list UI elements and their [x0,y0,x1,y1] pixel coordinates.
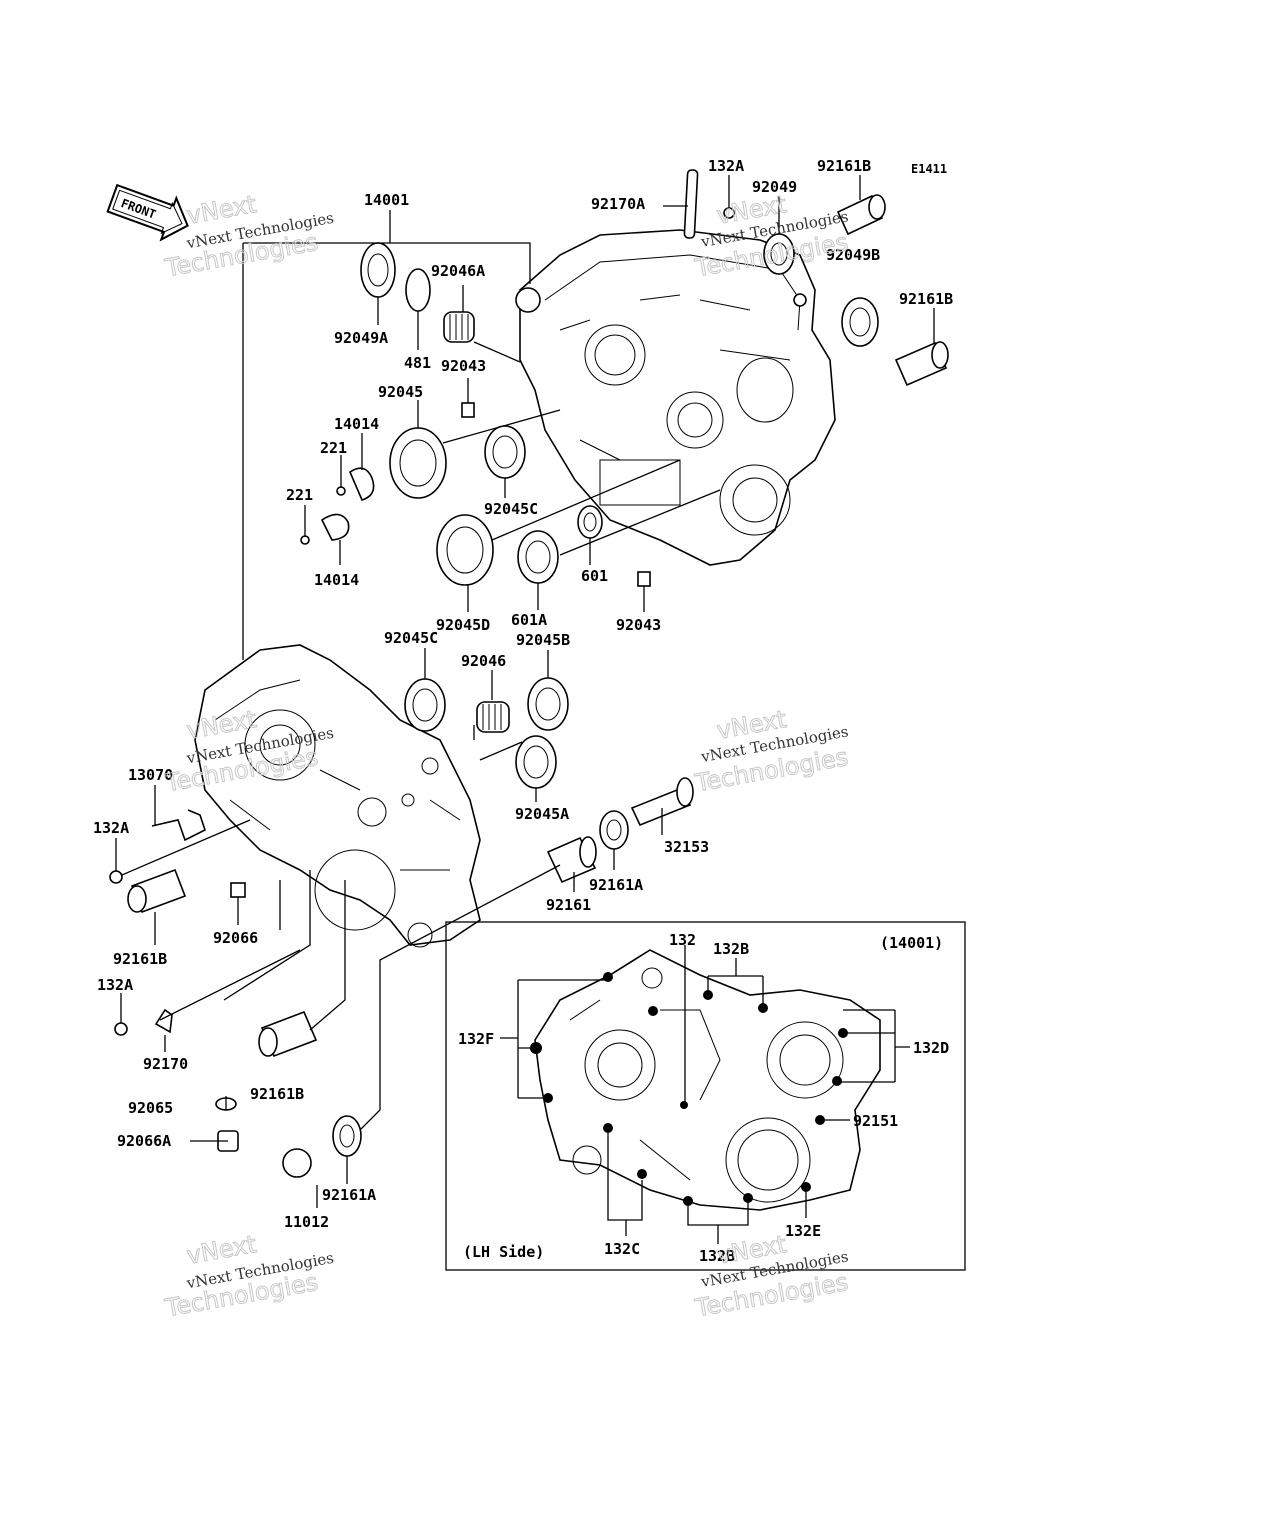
stopper-92170A [683,169,699,239]
bolt-132A-low [114,1022,128,1036]
pipe-32153 [630,777,694,827]
label-92161B-top: 92161B [817,157,871,175]
label-92045C-top: 92045C [484,500,538,518]
label-92045D: 92045D [436,616,490,634]
label-132A-low: 132A [97,976,133,994]
label-92065: 92065 [128,1099,173,1117]
damper-92161B-top [836,194,886,236]
label-32153: 32153 [664,838,709,856]
clamp-92170 [154,1008,173,1034]
dowel-pin-92043-top [461,402,475,418]
inset-title: (14001) [880,934,943,952]
label-132A-mid: 132A [93,819,129,837]
bolt-132A-mid [109,870,123,884]
label-11012: 11012 [284,1213,329,1231]
label-92045B: 92045B [516,631,570,649]
label-92161A-mid: 92161A [589,876,643,894]
label-92046A: 92046A [431,262,485,280]
inset-label-132E: 132E [785,1222,821,1240]
label-92049: 92049 [752,178,797,196]
leader-lines [115,175,935,1208]
left-crankcase-half [194,644,481,948]
needle-bearing-92046 [476,701,510,733]
inset-label-132C: 132C [604,1240,640,1258]
inset-label-132: 132 [669,931,696,949]
damper-92161A-mid [599,810,629,850]
label-92161B-left: 92161B [113,950,167,968]
label-92045A: 92045A [515,805,569,823]
label-92049B: 92049B [826,246,880,264]
screw-221-top [336,486,346,496]
label-481: 481 [404,354,431,372]
watermark-top-right: vNext vNext Technologies Technologies [692,190,851,283]
damper-92161A-low [332,1115,362,1157]
label-14014-bottom: 14014 [314,571,359,589]
label-92161B-low: 92161B [250,1085,304,1103]
label-92170A: 92170A [591,195,645,213]
watermark-mid-right: vNext vNext Technologies Technologies [692,705,851,798]
right-crankcase-half [515,229,836,566]
ball-bearing-92045C-top [484,425,526,479]
label-92161: 92161 [546,896,591,914]
label-132A-top: 132A [708,157,744,175]
label-92049A: 92049A [334,329,388,347]
inset-label-132B-bottom: 132B [699,1247,735,1265]
damper-92161B-left [127,868,187,914]
damper-92161 [546,836,597,884]
inset-side-label: (LH Side) [463,1243,544,1261]
inset-label-132D: 132D [913,1039,949,1057]
label-14001: 14001 [364,191,409,209]
bearing-601 [577,505,603,539]
label-601: 601 [581,567,608,585]
circlip-481 [405,268,431,312]
label-92045C-mid: 92045C [384,629,438,647]
plate-14014-top [349,467,375,501]
label-92045: 92045 [378,383,423,401]
inset-lh-side: (14001) (LH Side) [445,921,966,1271]
dowel-pin-92043-bottom [637,571,651,587]
label-92043-bottom: 92043 [616,616,661,634]
label-221-bottom: 221 [286,486,313,504]
label-92046: 92046 [461,652,506,670]
front-arrow-icon: FRONT [106,183,189,242]
ball-bearing-92045A [515,735,557,789]
needle-bearing-92046A [443,311,475,343]
ball-bearing-92045C-mid [404,678,446,732]
label-221-top: 221 [320,439,347,457]
ball-bearing-92045B [527,677,569,731]
damper-92161B-right [894,341,949,387]
oil-seal-92049B [841,297,879,347]
part-labels: 14001 132A 92161B 92170A 92049 92049B 92… [93,157,953,1231]
watermark-bottom-left: vNext vNext Technologies Technologies [162,1230,335,1323]
ball-bearing-92045 [389,427,447,499]
watermark-top-left: vNext vNext Technologies Technologies [162,190,335,283]
bearing-92049A [360,242,396,298]
label-92161A-low: 92161A [322,1186,376,1204]
label-13070: 13070 [128,766,173,784]
label-92043-top: 92043 [441,357,486,375]
inset-label-92151: 92151 [853,1112,898,1130]
bearing-601A [517,530,559,584]
ball-bearing-92045D [436,514,494,586]
plate-14014-bottom [320,513,350,541]
diagram-code: E1411 [911,162,947,176]
label-92066A: 92066A [117,1132,171,1150]
screw-221-bottom [300,535,310,545]
cap-11012 [282,1148,312,1178]
inset-label-132B-top: 132B [713,940,749,958]
plug-92066 [230,882,246,898]
damper-92161B-low [258,1010,318,1058]
label-601A: 601A [511,611,547,629]
inset-label-132F: 132F [458,1030,494,1048]
guide-13070 [151,809,206,842]
label-92066: 92066 [213,929,258,947]
label-92170: 92170 [143,1055,188,1073]
label-92161B-right: 92161B [899,290,953,308]
watermark-bottom-right: vNext vNext Technologies Technologies [692,1230,851,1323]
label-14014-top: 14014 [334,415,379,433]
